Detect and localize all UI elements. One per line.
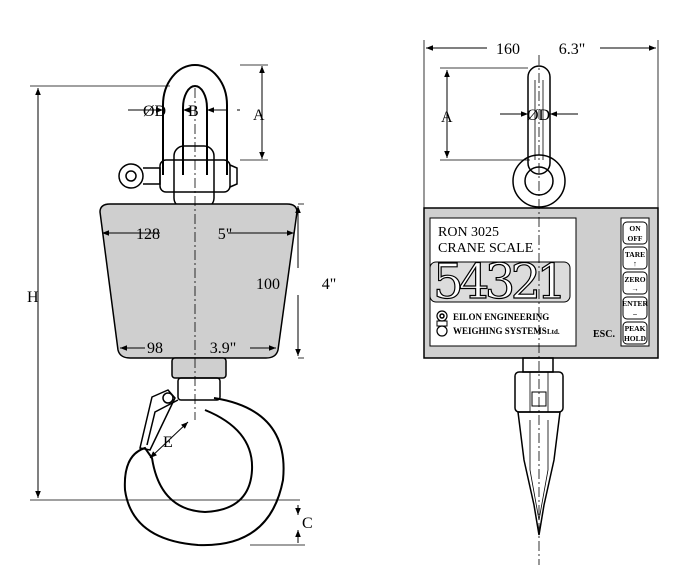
key-enter-button <box>622 296 648 320</box>
key-on-off-line2: OFF <box>628 234 643 243</box>
esc-label: ESC. <box>593 329 615 340</box>
shackle-bow <box>162 64 228 175</box>
lcd-display-value: 54321 <box>433 254 567 310</box>
shackle-pin-eye <box>118 163 144 189</box>
key-zero-line2: → <box>631 284 639 293</box>
front-hook <box>517 411 561 536</box>
left-height-in: 4" <box>322 276 337 293</box>
left-c-label: C <box>302 515 313 532</box>
left-b-label: B <box>188 103 199 120</box>
key-enter-line1: ENTER <box>622 299 648 308</box>
panel-product: CRANE SCALE <box>438 241 533 256</box>
key-peak-hold-line1: PEAK <box>625 324 646 333</box>
key-zero-button <box>622 271 648 295</box>
company-line-1: EILON ENGINEERING <box>453 312 549 322</box>
right-diameter-label: ØD <box>527 107 550 124</box>
left-side-view <box>30 64 305 547</box>
right-width-in: 6.3" <box>559 41 586 58</box>
right-a-label: A <box>441 109 453 126</box>
left-top-width-in: 5" <box>218 226 233 243</box>
left-diameter-label: ØD <box>143 103 166 120</box>
key-peak-hold-button <box>622 321 648 345</box>
left-a-label: A <box>253 107 265 124</box>
right-front-view <box>423 40 659 565</box>
key-zero-line1: ZERO <box>624 275 645 284</box>
left-top-width-mm: 128 <box>136 226 160 243</box>
lcd-window <box>429 261 571 303</box>
left-h-label: H <box>27 289 39 306</box>
crane-hook <box>123 397 285 547</box>
left-e-label: E <box>163 434 173 451</box>
key-peak-hold-line2: HOLD <box>624 334 647 343</box>
company-suffix: Ltd. <box>547 328 560 336</box>
key-tare-line1: TARE <box>625 250 645 259</box>
left-height-mm: 100 <box>256 276 280 293</box>
panel-model: RON 3025 <box>438 225 499 240</box>
company-line-2: WEIGHING SYSTEMS <box>453 326 547 336</box>
left-bottom-width-in: 3.9" <box>210 340 237 357</box>
key-on-off-line1: ON <box>629 224 641 233</box>
left-bottom-width-mm: 98 <box>147 340 163 357</box>
key-on-off-button <box>622 221 648 245</box>
key-enter-line2: – <box>632 309 637 318</box>
key-tare-button <box>622 246 648 270</box>
key-tare-line2: ↑ <box>633 259 637 268</box>
right-width-mm: 160 <box>496 41 520 58</box>
scale-body <box>99 203 298 359</box>
top-shank <box>527 65 551 175</box>
